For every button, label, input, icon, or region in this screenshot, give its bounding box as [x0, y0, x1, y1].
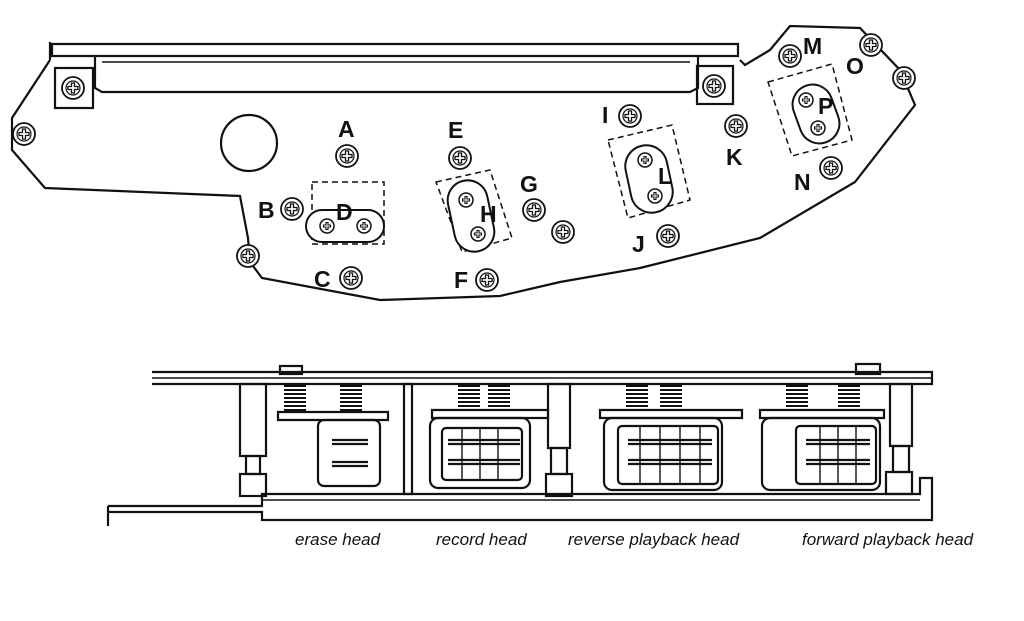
- head-captions: erase head record head reverse playback …: [295, 530, 974, 549]
- label-o: O: [846, 53, 864, 79]
- side-forward-playback-head: [758, 385, 886, 492]
- label-j: J: [632, 231, 645, 257]
- side-record-head: [428, 385, 550, 490]
- erase-head-mount: [305, 181, 385, 245]
- label-g: G: [520, 171, 538, 197]
- label-p: P: [818, 93, 833, 119]
- caption-record-head: record head: [436, 530, 527, 549]
- forward-playback-head-mount: [767, 63, 853, 157]
- label-e: E: [448, 117, 463, 143]
- label-f: F: [454, 267, 468, 293]
- top-view-plate: [10, 24, 917, 302]
- reverse-playback-head-mount: [607, 124, 691, 219]
- label-l: L: [658, 163, 672, 189]
- label-d: D: [336, 199, 353, 225]
- caption-forward-playback-head: forward playback head: [802, 530, 974, 549]
- label-m: M: [803, 33, 822, 59]
- caption-reverse-playback-head: reverse playback head: [568, 530, 740, 549]
- label-k: K: [726, 144, 743, 170]
- side-view-assembly: [106, 362, 934, 526]
- screws: [12, 33, 916, 292]
- label-h: H: [480, 201, 497, 227]
- side-reverse-playback-head: [598, 385, 744, 492]
- label-c: C: [314, 266, 331, 292]
- mounting-hole: [219, 113, 279, 173]
- caption-erase-head: erase head: [295, 530, 381, 549]
- label-i: I: [602, 102, 608, 128]
- record-head-mount: [434, 169, 513, 253]
- label-b: B: [258, 197, 275, 223]
- label-n: N: [794, 169, 811, 195]
- side-erase-head: [276, 385, 390, 488]
- screw-labels: A B C D E F G H I J K L M N O P: [258, 33, 864, 293]
- label-a: A: [338, 116, 355, 142]
